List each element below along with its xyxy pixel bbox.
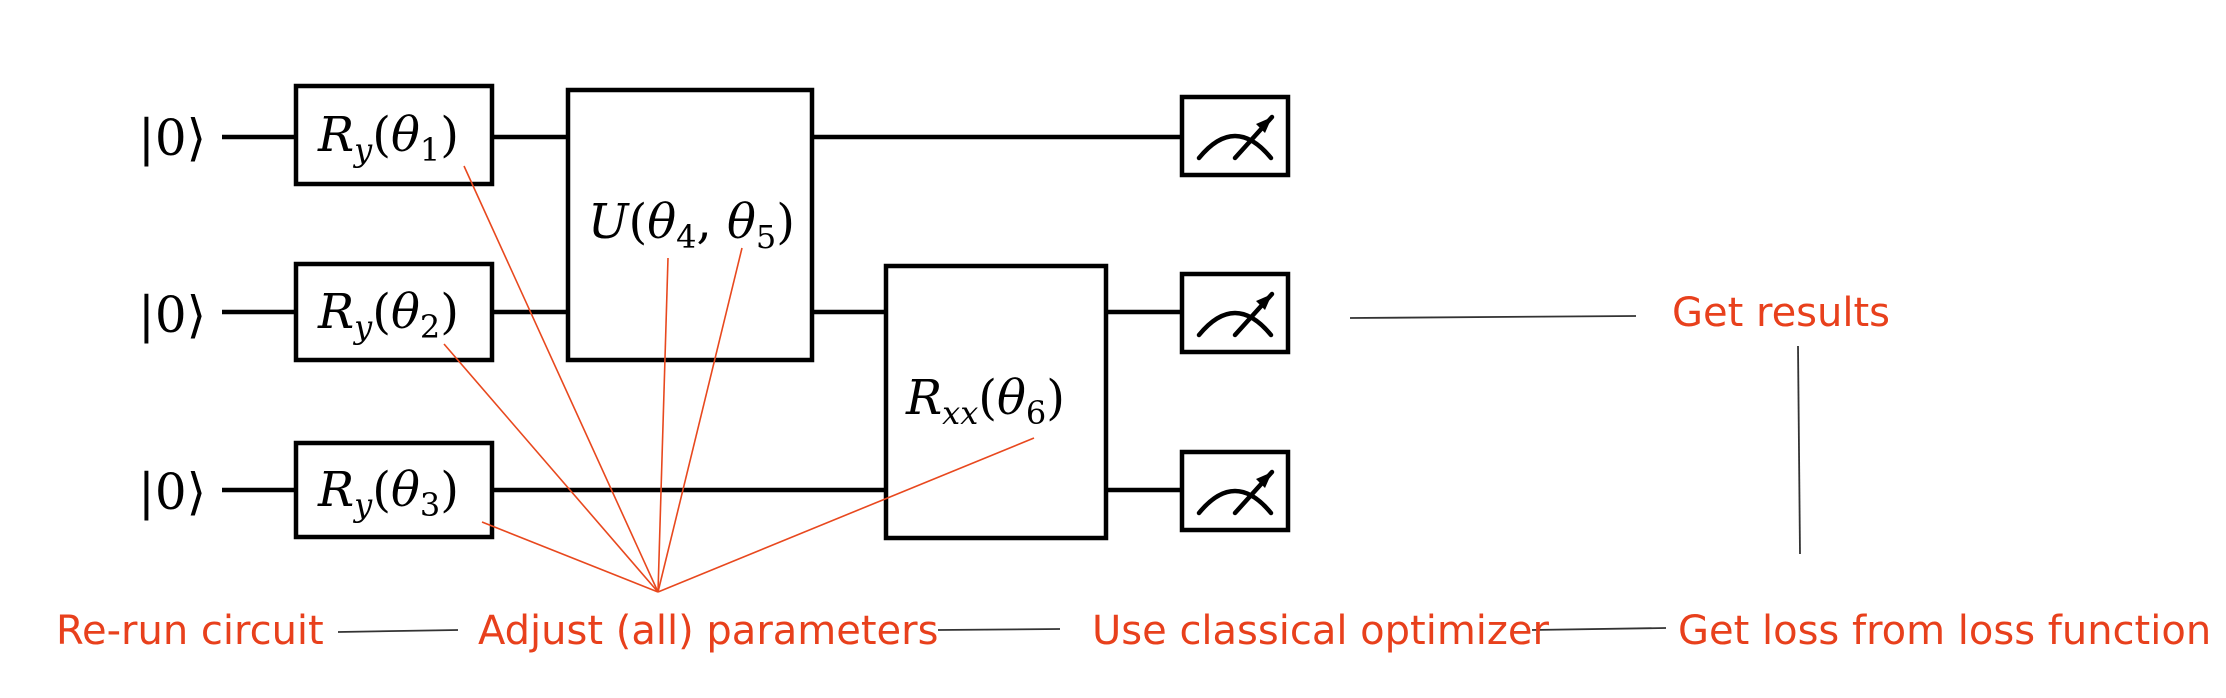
step-get-loss: Get loss from loss function — [1678, 608, 2211, 654]
gate-label: Ry(θ3) — [317, 462, 459, 524]
connector-optimizer-to-adjust — [937, 628, 1061, 631]
pointer-theta-1 — [463, 165, 659, 593]
pointer-theta-3 — [481, 521, 659, 593]
pointer-theta-5 — [657, 247, 743, 593]
pointer-theta-6 — [657, 437, 1035, 593]
gate-ry-2: Ry(θ2) — [293, 261, 495, 363]
gate-box — [293, 83, 495, 187]
gate-label: Rxx(θ6) — [905, 370, 1065, 432]
step-use-optimizer: Use classical optimizer — [1092, 608, 1550, 654]
measure-q1 — [1179, 271, 1291, 355]
qubit-label-1: |0⟩ — [138, 286, 206, 344]
meter-needle-head — [1256, 472, 1272, 488]
measure-icon — [1196, 310, 1274, 338]
gate-ry-1: Ry(θ1) — [293, 83, 495, 187]
gate-label: Ry(θ1) — [317, 107, 459, 169]
meter-box — [1179, 449, 1291, 533]
gate-box — [565, 87, 815, 363]
measure-icon — [1196, 133, 1274, 161]
meter-needle-head — [1256, 294, 1272, 310]
measure-q2 — [1179, 449, 1291, 533]
step-rerun-circuit: Re-run circuit — [56, 608, 324, 654]
connector-adjust-to-rerun — [337, 629, 459, 633]
step-get-results: Get results — [1672, 290, 1890, 336]
flow-connectors — [337, 315, 1801, 633]
connector-measure-to-results — [1349, 315, 1637, 319]
gate-ry-3: Ry(θ3) — [293, 440, 495, 540]
pointer-theta-4 — [657, 257, 669, 593]
gate-box — [883, 263, 1109, 541]
gate-rxx: Rxx(θ6) — [883, 263, 1109, 541]
gate-u: U(θ4, θ5) — [565, 87, 815, 363]
gate-box — [293, 261, 495, 363]
connector-loss-to-optimizer — [1531, 627, 1667, 631]
connector-results-to-loss — [1797, 345, 1801, 555]
gate-box — [293, 440, 495, 540]
step-adjust-parameters: Adjust (all) parameters — [478, 608, 938, 654]
measure-q0 — [1179, 94, 1291, 178]
gate-label: Ry(θ2) — [317, 284, 459, 346]
meter-needle-head — [1256, 117, 1272, 133]
measure-icon — [1196, 488, 1274, 516]
pointer-theta-2 — [443, 343, 659, 593]
qubit-label-0: |0⟩ — [138, 109, 206, 167]
qubit-label-2: |0⟩ — [138, 463, 206, 521]
parameter-pointers — [443, 165, 1035, 593]
gate-label: U(θ4, θ5) — [588, 194, 795, 256]
